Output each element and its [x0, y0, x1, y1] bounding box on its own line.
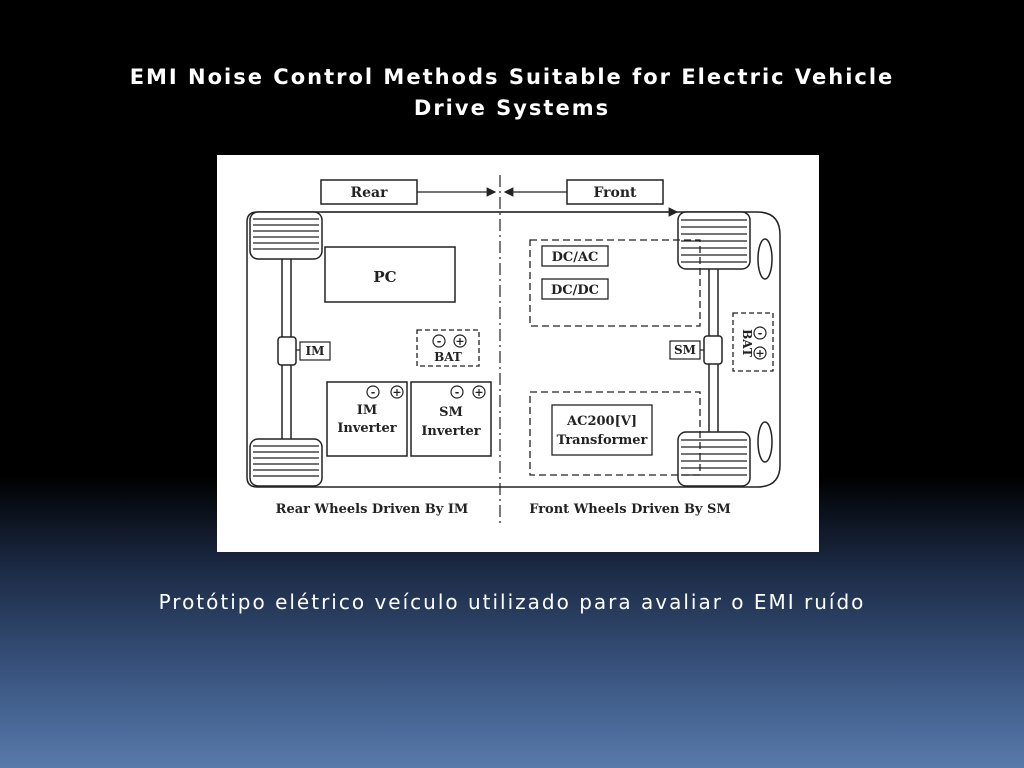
- bat-right-label: BAT: [740, 329, 754, 357]
- front-label: Front: [593, 185, 637, 201]
- pc-label: PC: [373, 268, 396, 286]
- svg-text:+: +: [474, 386, 483, 399]
- wheel-front-bottom: [677, 431, 751, 487]
- im-motor: IM: [277, 336, 331, 366]
- svg-text:-: -: [437, 335, 442, 348]
- headlight-top: [757, 238, 773, 280]
- svg-text:-: -: [371, 386, 376, 399]
- rear-caption: Rear Wheels Driven By IM: [276, 502, 469, 517]
- svg-text:+: +: [755, 347, 764, 360]
- sm-inverter-line1: SM: [439, 405, 463, 420]
- sm-inverter: - + SM Inverter: [410, 381, 492, 457]
- svg-text:+: +: [392, 386, 401, 399]
- im-label: IM: [306, 344, 325, 358]
- im-inverter: - + IM Inverter: [326, 381, 408, 457]
- svg-text:-: -: [455, 386, 460, 399]
- sm-label: SM: [674, 343, 696, 357]
- im-inverter-line2: Inverter: [337, 421, 396, 436]
- dcac-label: DC/AC: [552, 250, 599, 265]
- transformer-line2: Transformer: [557, 433, 648, 448]
- headlight-bottom: [757, 421, 773, 463]
- slide-title: EMI Noise Control Methods Suitable for E…: [129, 65, 895, 120]
- slide-caption: Protótipo elétrico veículo utilizado par…: [158, 590, 866, 614]
- wheel-rear-bottom: [249, 438, 323, 487]
- bat-center-label: BAT: [434, 350, 462, 364]
- chassis-outline: [246, 211, 781, 488]
- im-inverter-line1: IM: [357, 403, 377, 418]
- dcdc-box: DC/DC: [541, 278, 609, 300]
- transformer-group: [529, 391, 701, 476]
- vehicle-diagram: Rear Front: [217, 155, 819, 552]
- rear-label-box: Rear: [320, 179, 418, 205]
- battery-right: - + BAT: [732, 312, 774, 372]
- dcdc-label: DC/DC: [551, 283, 599, 298]
- pc-box: PC: [324, 246, 456, 303]
- front-label-box: Front: [566, 179, 664, 205]
- sm-motor: SM: [669, 335, 723, 365]
- sm-inverter-line2: Inverter: [421, 424, 480, 439]
- transformer-box: AC200[V] Transformer: [551, 404, 653, 456]
- svg-text:-: -: [758, 327, 763, 340]
- transformer-line1: AC200[V]: [566, 414, 637, 429]
- svg-text:+: +: [455, 335, 464, 348]
- battery-center: - + BAT: [416, 329, 480, 367]
- front-caption: Front Wheels Driven By SM: [529, 502, 731, 517]
- dcac-box: DC/AC: [541, 245, 609, 267]
- wheel-rear-top: [249, 211, 323, 260]
- converter-group: [529, 239, 701, 327]
- rear-label: Rear: [351, 185, 389, 201]
